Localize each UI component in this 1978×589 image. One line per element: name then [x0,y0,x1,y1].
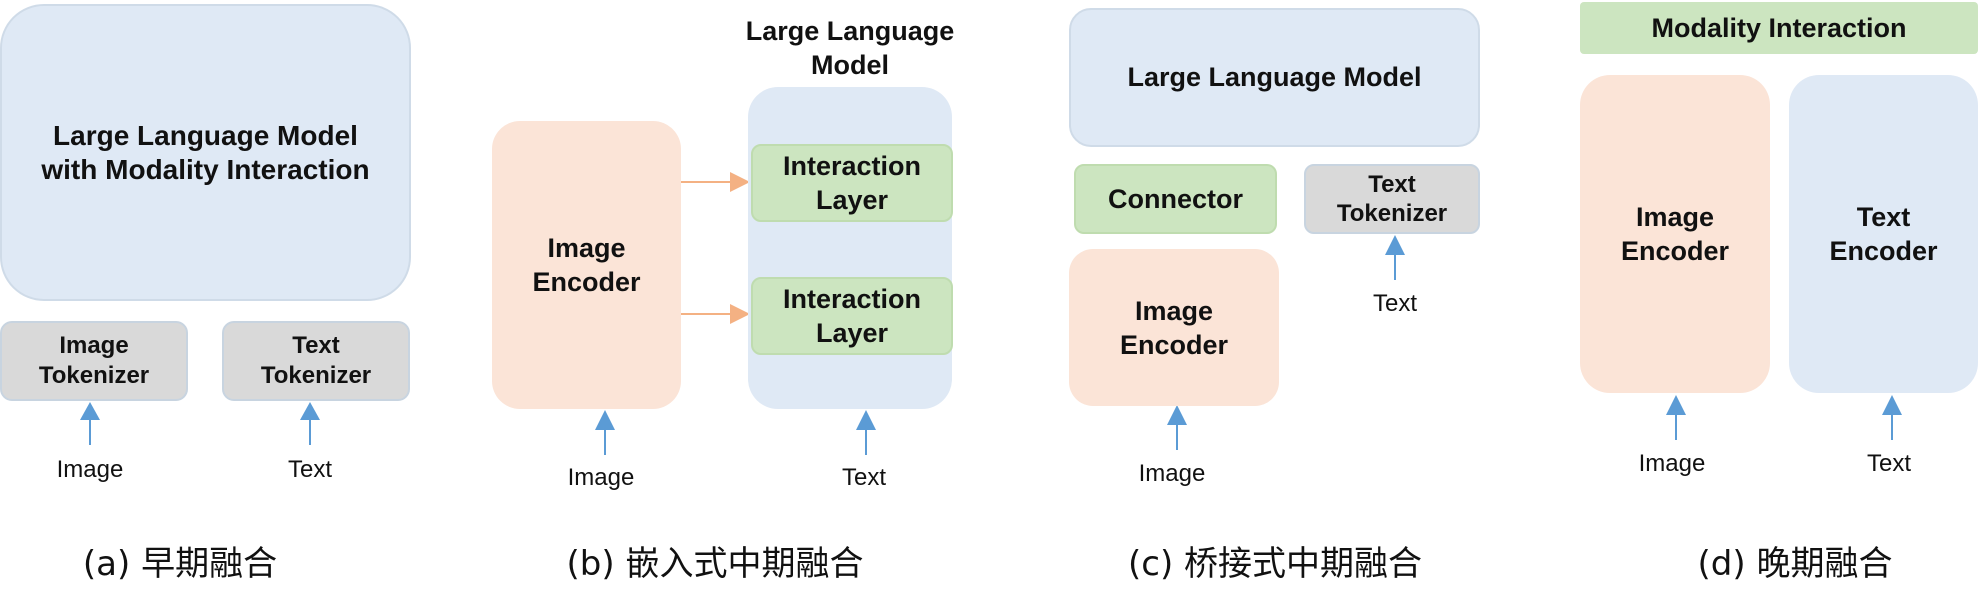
image-input-label-d: Image [1638,450,1706,477]
llm-column-b [748,87,952,409]
text-tokenizer-box-c: Text Tokenizer [1304,164,1480,234]
connector-box: Connector [1074,164,1277,234]
text-input-label-b: Text [841,464,886,491]
interaction-layer-2: Interaction Layer [751,277,953,355]
llm-box-c: Large Language Model [1069,8,1480,147]
llm-title-b: Large Language Model [745,16,955,80]
arrow-text-to-text-tokenizer [300,402,320,445]
arrow-image-to-image-encoder-d [1666,395,1686,440]
caption-d: (d) 晚期融合 [1697,544,1893,584]
image-encoder-box-d: Image Encoder [1580,75,1770,393]
image-input-label-c: Image [1138,460,1206,487]
caption-c: (c) 桥接式中期融合 [1127,544,1423,584]
caption-a: (a) 早期融合 [82,544,278,584]
image-encoder-box-c: Image Encoder [1069,249,1279,406]
arrow-encoder-to-interaction-layer-2 [681,304,750,324]
text-input-label: Text [287,456,332,483]
arrow-text-to-text-encoder-d [1882,395,1902,440]
arrow-text-to-llm [856,410,876,455]
image-input-label-b: Image [567,464,635,491]
text-input-label-d: Text [1866,450,1911,477]
text-input-label-c: Text [1372,290,1417,317]
image-tokenizer-box: Image Tokenizer [0,321,188,401]
arrow-image-to-image-encoder-c [1167,405,1187,450]
modality-interaction-box: Modality Interaction [1580,2,1978,54]
image-input-label: Image [56,456,124,483]
arrow-image-to-image-encoder [595,410,615,455]
arrow-text-to-text-tokenizer-c [1385,235,1405,280]
interaction-layer-1: Interaction Layer [751,144,953,222]
caption-b: (b) 嵌入式中期融合 [566,544,864,584]
text-encoder-box-d: Text Encoder [1789,75,1978,393]
arrow-image-to-image-tokenizer [80,402,100,445]
text-tokenizer-box: Text Tokenizer [222,321,410,401]
arrow-encoder-to-interaction-layer-1 [681,172,750,192]
llm-with-modality-interaction-box: Large Language Model with Modality Inter… [0,4,411,301]
image-encoder-box-b: Image Encoder [492,121,681,409]
